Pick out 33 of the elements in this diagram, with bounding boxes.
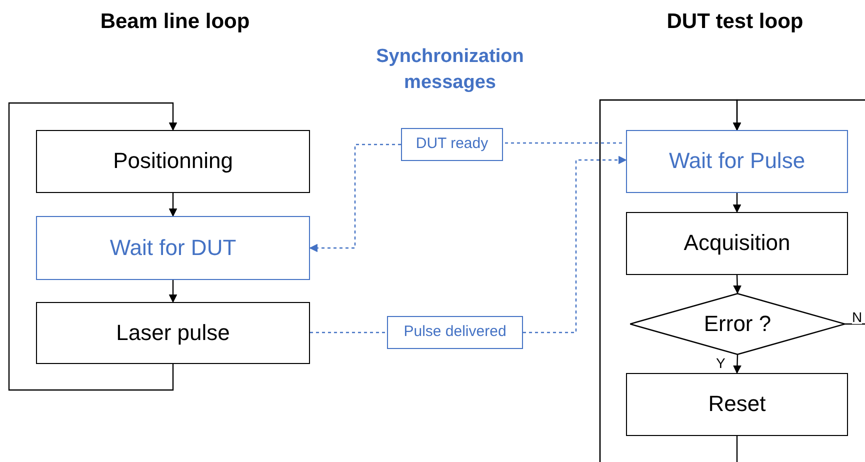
- wait-step-box: [36, 216, 310, 280]
- arrow: [599, 99, 742, 462]
- step-label: DUT ready: [416, 136, 488, 153]
- step-label: Acquisition: [684, 231, 790, 256]
- step-label: Laser pulse: [116, 320, 230, 346]
- message-box: [401, 128, 503, 161]
- loop-title: Beam line loop: [99, 9, 251, 35]
- arrow: [168, 280, 178, 303]
- process-box: [36, 130, 310, 193]
- step-label: Error ?: [704, 312, 772, 336]
- connector-line: [310, 332, 387, 334]
- loop-title: DUT test loop: [666, 9, 804, 35]
- arrow: [733, 274, 742, 294]
- connector-line: [503, 142, 622, 144]
- step-label: Reset: [708, 392, 766, 417]
- arrow: [733, 354, 742, 374]
- edge-label: N: [852, 310, 862, 324]
- step-label: Positionning: [113, 149, 233, 174]
- process-box: [626, 373, 848, 436]
- arrow: [732, 193, 742, 213]
- process-box: [36, 302, 310, 364]
- step-label: Wait for DUT: [110, 236, 236, 260]
- step-label: Pulse delivered: [404, 324, 506, 341]
- message-box: [387, 316, 523, 349]
- arrow: [168, 193, 178, 217]
- arrow: [309, 144, 401, 252]
- arrow: [523, 156, 627, 334]
- section-heading: Synchronization messages: [375, 45, 525, 95]
- edge-label: Y: [716, 356, 726, 370]
- step-label: Wait for Pulse: [668, 149, 806, 174]
- wait-step-box: [626, 130, 848, 193]
- arrow: [8, 102, 178, 391]
- process-box: [626, 212, 848, 275]
